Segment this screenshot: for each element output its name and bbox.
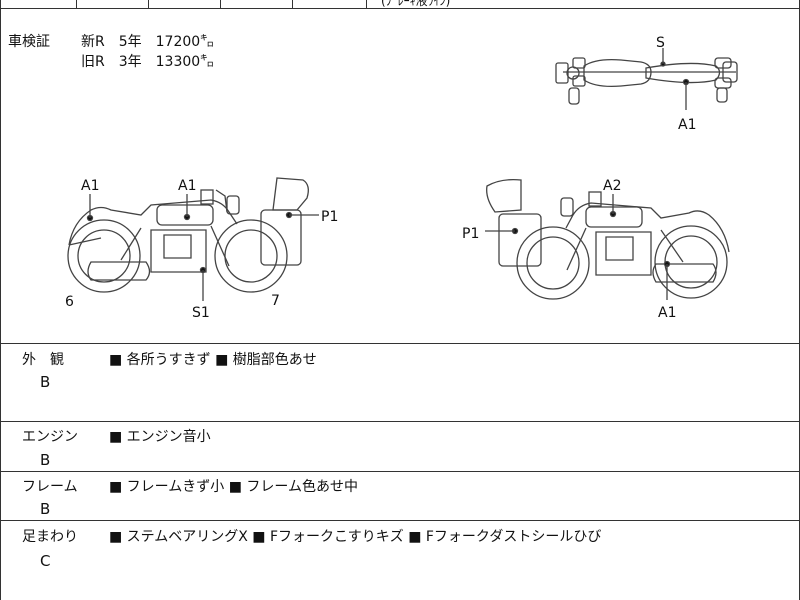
shaken-old-record: 旧R 3年 13300㌔ bbox=[81, 54, 215, 70]
comment-engine: ■ エンジン音小 bbox=[109, 429, 211, 445]
label-left-s1: S1 bbox=[192, 305, 210, 321]
section-divider bbox=[1, 471, 800, 472]
label-left-a1-rear: A1 bbox=[81, 178, 99, 194]
header-divider bbox=[366, 0, 367, 8]
section-label-exterior: 外 観 bbox=[22, 352, 64, 368]
label-top-a1: A1 bbox=[678, 117, 696, 133]
grade-engine: B bbox=[40, 451, 51, 469]
right-side-view-diagram bbox=[485, 178, 730, 300]
motorcycle-damage-diagram: S A1 A1 A1 P1 S1 6 7 A2 P1 A1 bbox=[65, 35, 738, 321]
shaken-new-record: 新R 5年 17200㌔ bbox=[81, 34, 215, 50]
section-label-frame: フレーム bbox=[22, 479, 78, 495]
section-label-suspension: 足まわり bbox=[22, 529, 78, 545]
grade-exterior: B bbox=[40, 373, 51, 391]
label-left-a1-tank: A1 bbox=[178, 178, 196, 194]
grade-frame: B bbox=[40, 500, 51, 518]
label-right-p1: P1 bbox=[462, 226, 479, 242]
top-view-diagram bbox=[555, 48, 738, 110]
label-right-a2: A2 bbox=[603, 178, 621, 194]
header-divider bbox=[148, 0, 149, 8]
header-divider bbox=[220, 0, 221, 8]
section-divider bbox=[1, 520, 800, 521]
label-left-p1: P1 bbox=[321, 209, 338, 225]
label-left-rear-number: 6 bbox=[65, 294, 74, 310]
header-fragment-text: (ﾌﾞﾚｰｷ液ﾗｲﾝ) bbox=[381, 0, 451, 8]
comment-frame: ■ フレームきず小 ■ フレーム色あせ中 bbox=[109, 479, 358, 495]
diagram-bottom-border bbox=[1, 343, 800, 344]
header-bottom-border bbox=[1, 8, 800, 9]
left-side-view-diagram bbox=[67, 177, 319, 301]
comment-exterior: ■ 各所うすきず ■ 樹脂部色あせ bbox=[109, 352, 317, 368]
shaken-label: 車検証 bbox=[8, 34, 50, 50]
section-divider bbox=[1, 421, 800, 422]
header-divider bbox=[76, 0, 77, 8]
label-left-front-number: 7 bbox=[271, 293, 280, 309]
label-right-a1: A1 bbox=[658, 305, 676, 321]
section-label-engine: エンジン bbox=[22, 429, 78, 445]
comment-suspension: ■ ステムベアリングX ■ Fフォークこすりキズ ■ Fフォークダストシールひび bbox=[109, 529, 602, 545]
grade-suspension: C bbox=[40, 552, 51, 570]
label-top-s: S bbox=[656, 35, 665, 51]
header-divider bbox=[292, 0, 293, 8]
